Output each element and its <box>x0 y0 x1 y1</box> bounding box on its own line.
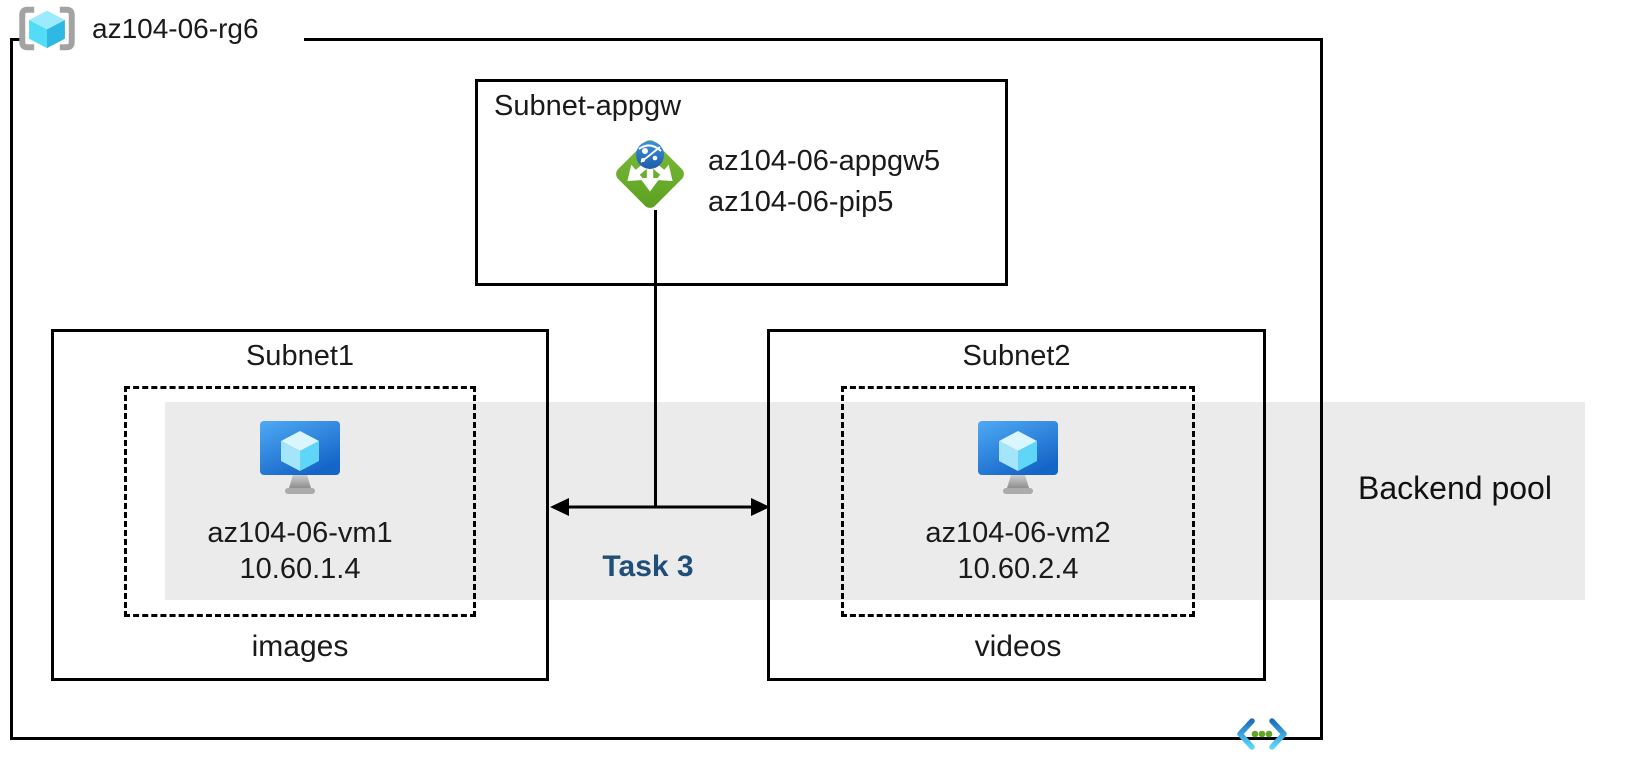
vm2-ip: 10.60.2.4 <box>957 553 1079 585</box>
resource-group-icon <box>19 6 75 51</box>
subnet1-dashed-box <box>124 386 476 617</box>
virtual-machine-icon-vm1 <box>260 421 340 494</box>
subnet1-box: Subnet1 <box>51 329 549 681</box>
virtual-machine-icon-vm2 <box>978 421 1058 494</box>
vm1-name: az104-06-vm1 <box>207 517 393 549</box>
appgw-subnet-title: Subnet-appgw <box>494 90 682 122</box>
vm2-name: az104-06-vm2 <box>925 517 1111 549</box>
subnet2-box: Subnet2 <box>767 329 1266 681</box>
subnet2-dashed-box <box>841 386 1195 617</box>
subnet2-caption: videos <box>974 630 1062 663</box>
virtual-network-icon <box>1237 718 1287 750</box>
public-ip-name: az104-06-pip5 <box>708 186 894 218</box>
application-gateway-icon <box>616 140 684 208</box>
double-arrow <box>550 498 770 516</box>
task-label: Task 3 <box>602 550 694 583</box>
gateway-connector-line <box>654 210 657 507</box>
vm1-ip: 10.60.1.4 <box>239 553 361 585</box>
subnet1-title: Subnet1 <box>245 340 355 372</box>
appgw-labels: az104-06-appgw5 az104-06-pip5 <box>708 141 940 223</box>
resource-group-border-gap <box>22 36 304 44</box>
resource-group-name: az104-06-rg6 <box>92 12 259 44</box>
subnet2-title: Subnet2 <box>962 340 1071 372</box>
appgw-subnet-box: Subnet-appgw <box>475 79 1008 286</box>
app-gateway-name: az104-06-appgw5 <box>708 145 941 177</box>
backend-pool-label: Backend pool <box>1358 470 1552 506</box>
backend-pool-band <box>165 402 1585 600</box>
resource-group-box <box>10 38 1323 740</box>
subnet1-caption: images <box>251 630 349 663</box>
resource-group-header: az104-06-rg6 <box>18 6 259 51</box>
